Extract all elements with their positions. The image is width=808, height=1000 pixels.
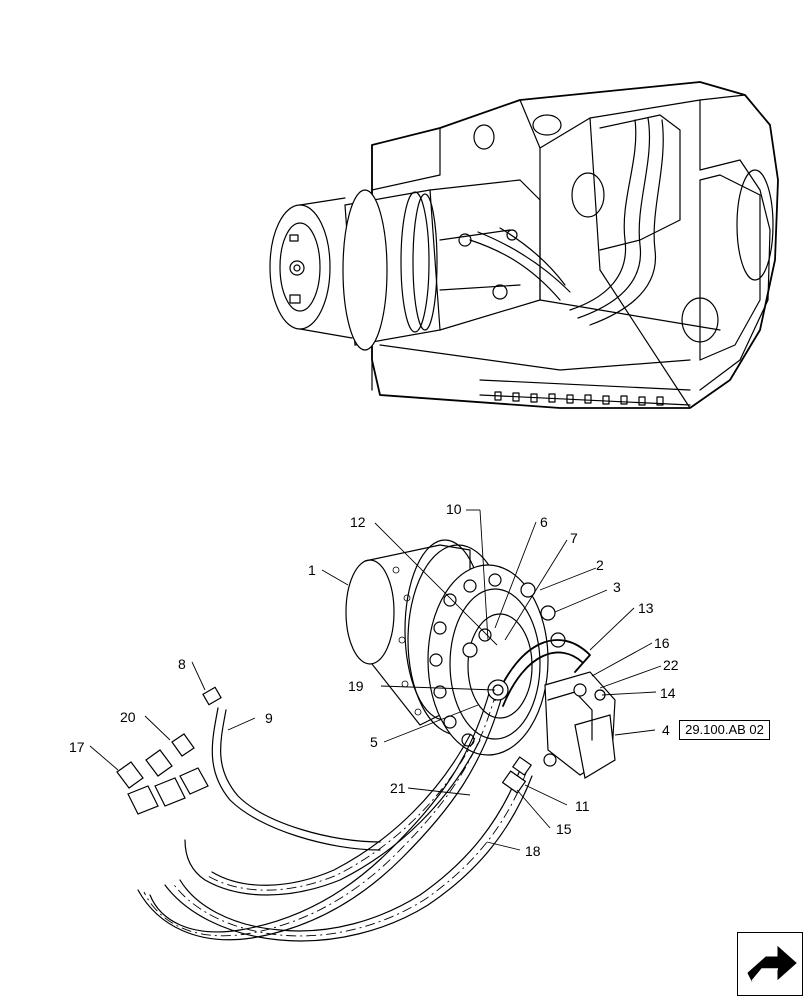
machine-frame-view [269, 81, 779, 409]
callout-2: 2 [596, 557, 604, 573]
callout-16: 16 [654, 635, 670, 651]
callout-labels: 1 2 3 4 5 6 7 8 9 10 11 12 13 14 15 16 1… [69, 501, 679, 859]
callout-15: 15 [556, 821, 572, 837]
travel-motor-exploded-view [116, 539, 616, 942]
callout-19: 19 [348, 678, 364, 694]
callout-7: 7 [570, 530, 578, 546]
callout-12: 12 [350, 514, 366, 530]
callout-20: 20 [120, 709, 136, 725]
callout-3: 3 [613, 579, 621, 595]
callout-14: 14 [660, 685, 676, 701]
callout-13: 13 [638, 600, 654, 616]
callout-8: 8 [178, 656, 186, 672]
callout-21: 21 [390, 780, 406, 796]
callout-4: 4 [662, 722, 670, 738]
leader-lines [89, 509, 662, 851]
arrow-box-icon [747, 945, 797, 982]
callout-6: 6 [540, 514, 548, 530]
reference-link[interactable]: 29.100.AB 02 [679, 720, 770, 740]
callout-11: 11 [575, 798, 590, 814]
callout-5: 5 [370, 734, 378, 750]
callout-18: 18 [525, 843, 541, 859]
nav-arrow-button[interactable] [737, 932, 803, 996]
callout-1: 1 [308, 562, 316, 578]
callout-10: 10 [446, 501, 462, 517]
callout-9: 9 [265, 710, 273, 726]
callout-17: 17 [69, 739, 85, 755]
callout-22: 22 [663, 657, 679, 673]
